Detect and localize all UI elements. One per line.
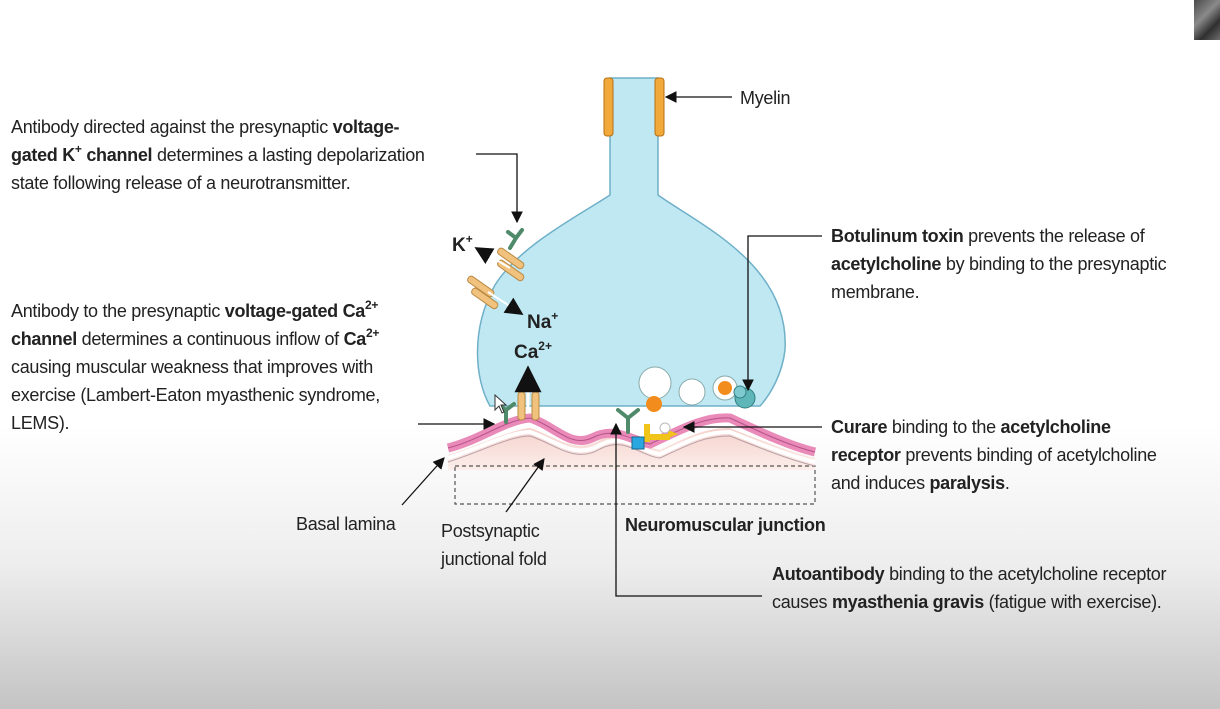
svg-text:causes myasthenia gravis (fati: causes myasthenia gravis (fatigue with e… xyxy=(772,592,1162,612)
ca-channel-icon xyxy=(517,391,540,421)
autoantibody-annotation: Autoantibody binding to the acetylcholin… xyxy=(772,564,1167,612)
curare-annotation: Curare binding to the acetylcholine rece… xyxy=(831,417,1157,493)
myelin-sheath-left xyxy=(603,77,614,137)
postsynaptic-label-line1: Postsynaptic xyxy=(441,521,540,541)
basal-lamina-label: Basal lamina xyxy=(296,514,397,534)
svg-text:exercise (Lambert-Eaton myasth: exercise (Lambert-Eaton myasthenic syndr… xyxy=(11,385,380,405)
postsynaptic-leader xyxy=(505,458,545,513)
k-channel-annotation: Antibody directed against the presynapti… xyxy=(11,117,425,193)
svg-text:state following release of a n: state following release of a neurotransm… xyxy=(11,173,350,193)
na-influx-arrow xyxy=(487,291,524,315)
svg-text:causing muscular weakness that: causing muscular weakness that improves … xyxy=(11,357,373,377)
corner-video-thumbnail xyxy=(1194,0,1220,40)
myelin-sheath-right xyxy=(654,77,665,137)
k-ion-label: K+ xyxy=(452,232,473,256)
k-channel-antibody-icon xyxy=(506,228,524,250)
ca-ion-label: Ca2+ xyxy=(514,339,552,363)
svg-text:gated K+ channel determines a: gated K+ channel determines a lasting de… xyxy=(11,142,425,165)
basal-lamina-leader xyxy=(401,457,445,506)
curare-molecule-icon xyxy=(631,436,645,450)
svg-text:receptor prevents binding of a: receptor prevents binding of acetylcholi… xyxy=(831,445,1157,465)
acetylcholine-molecule xyxy=(718,381,732,395)
ca-channel-annotation: Antibody to the presynaptic voltage-gate… xyxy=(11,298,380,433)
svg-text:acetylcholine by binding to th: acetylcholine by binding to the presynap… xyxy=(831,254,1167,274)
acetylcholine-receptor-icon xyxy=(644,422,678,442)
svg-text:Antibody directed against the: Antibody directed against the presynapti… xyxy=(11,117,400,137)
autoantibody-leader xyxy=(610,422,762,597)
svg-text:Autoantibody binding to the ac: Autoantibody binding to the acetylcholin… xyxy=(772,564,1166,584)
botulinum-annotation: Botulinum toxin prevents the release of … xyxy=(831,226,1167,302)
na-ion-label: Na+ xyxy=(527,309,558,333)
myelin-label: Myelin xyxy=(740,88,790,108)
acetylcholine-molecule xyxy=(646,396,662,412)
autoantibody-icon xyxy=(616,408,640,434)
muscle-region-box xyxy=(454,465,816,505)
nmj-label: Neuromuscular junction xyxy=(625,515,825,535)
cursor-arrow-icon xyxy=(494,394,508,414)
svg-text:membrane.: membrane. xyxy=(831,282,919,302)
k-channel-leader xyxy=(476,153,523,224)
svg-text:Botulinum toxin prevents the r: Botulinum toxin prevents the release of xyxy=(831,226,1146,246)
svg-text:channel determines a continuou: channel determines a continuous inflow o… xyxy=(11,326,379,349)
svg-text:LEMS).: LEMS). xyxy=(11,413,69,433)
svg-text:and induces paralysis.: and induces paralysis. xyxy=(831,473,1010,493)
synaptic-vesicle xyxy=(678,378,706,406)
svg-text:Curare binding to the acetylch: Curare binding to the acetylcholine xyxy=(831,417,1111,437)
na-channel-icon xyxy=(467,275,499,310)
synaptic-vesicle xyxy=(638,366,672,400)
postsynaptic-label-line2: junctional fold xyxy=(440,549,547,569)
basal-lamina xyxy=(447,429,816,464)
k-efflux-arrow xyxy=(474,247,511,269)
botulinum-leader xyxy=(742,235,822,392)
svg-text:Antibody to the presynaptic vo: Antibody to the presynaptic voltage-gate… xyxy=(11,298,378,321)
axon-terminal xyxy=(476,77,786,407)
